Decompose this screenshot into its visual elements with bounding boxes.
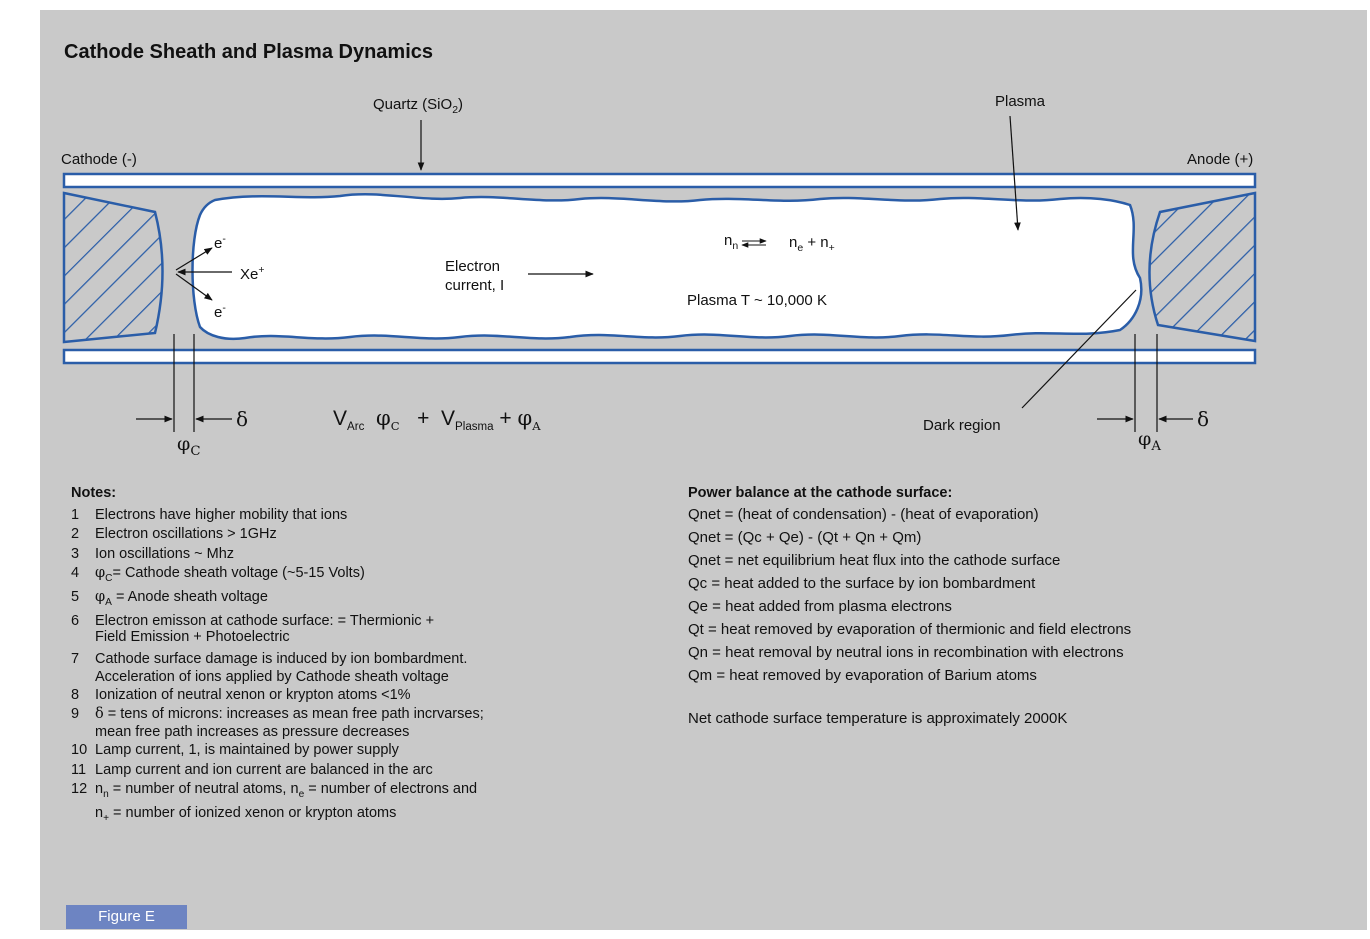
- anode-label: Anode (+): [1187, 151, 1254, 168]
- v-arc: VArc: [333, 407, 365, 434]
- power-balance-heading: Power balance at the cathode surface:: [688, 485, 953, 501]
- electron-label-bottom: e-: [214, 302, 226, 321]
- power-balance-line: Qn = heat removal by neutral ions in rec…: [688, 644, 1124, 661]
- electron-arrow-down: [175, 273, 213, 301]
- voltage-equation: VArc φC + VPlasma + φA: [333, 406, 541, 433]
- dark-region-pointer: [1021, 289, 1137, 409]
- plasma-label: Plasma: [995, 93, 1046, 110]
- electron-current-label-2: current, I: [445, 277, 505, 294]
- power-balance-line: Qc = heat added to the surface by ion bo…: [688, 575, 1036, 592]
- quartz-bottom-wall: [62, 348, 1257, 365]
- quartz-label: Quartz (SiO2): [373, 96, 464, 116]
- cathode-delta-symbol: δ: [236, 407, 249, 431]
- note-item-continued: mean free path increases as pressure dec…: [95, 724, 410, 741]
- anode-electrode: [1148, 191, 1257, 343]
- power-balance-line: Qnet = (heat of condensation) - (heat of…: [688, 506, 1039, 523]
- phi-c-symbol: φC: [177, 433, 201, 459]
- power-balance-line: Qnet = (Qc + Qe) - (Qt + Qn + Qm): [688, 529, 922, 546]
- power-balance-line: Qm = heat removed by evaporation of Bari…: [688, 667, 1037, 684]
- eq-phi-c: φC: [376, 406, 400, 434]
- quartz-top-wall: [62, 172, 1257, 189]
- v-plasma: VPlasma: [441, 407, 494, 434]
- power-balance-line: Qe = heat added from plasma electrons: [688, 598, 952, 615]
- cathode-electrode: [62, 191, 164, 344]
- anode-delta-symbol: δ: [1197, 407, 1210, 431]
- eq-plus-2: +: [499, 407, 512, 430]
- electron-current-label-1: Electron: [445, 258, 501, 275]
- power-balance-line: Qt = heat removed by evaporation of ther…: [688, 621, 1132, 638]
- page-title: Cathode Sheath and Plasma Dynamics: [64, 41, 434, 63]
- eq-plus-1: +: [417, 407, 430, 430]
- power-balance-footer: Net cathode surface temperature is appro…: [688, 710, 1068, 727]
- power-balance-line: Qnet = net equilibrium heat flux into th…: [688, 552, 1061, 569]
- phi-a-symbol: φA: [1138, 428, 1161, 454]
- eq-phi-a: φA: [517, 406, 541, 434]
- electron-arrow-up: [175, 247, 213, 271]
- power-balance-section: Power balance at the cathode surface: Qn…: [688, 483, 1131, 730]
- notes-heading: Notes:: [71, 485, 117, 501]
- note-item-continued: Field Emission + Photoelectric: [95, 628, 290, 645]
- plasma-region: [191, 193, 1143, 341]
- reaction-products: ne + n+: [789, 234, 835, 254]
- plasma-temperature: Plasma T ~ 10,000 K: [687, 292, 827, 309]
- dark-region-label: Dark region: [923, 417, 1001, 434]
- electron-label-top: e-: [214, 233, 226, 252]
- cathode-label: Cathode (-): [61, 151, 137, 168]
- note-item-continued: n+ = number of ionized xenon or krypton …: [95, 805, 397, 825]
- figure-tag: Figure E: [66, 905, 187, 929]
- figure-panel: [40, 10, 1367, 930]
- note-item-continued: Acceleration of ions applied by Cathode …: [95, 668, 449, 685]
- reaction-neutral: nn: [724, 232, 739, 252]
- plasma-pointer: [1009, 115, 1021, 231]
- xenon-ion-label: Xe+: [240, 264, 265, 283]
